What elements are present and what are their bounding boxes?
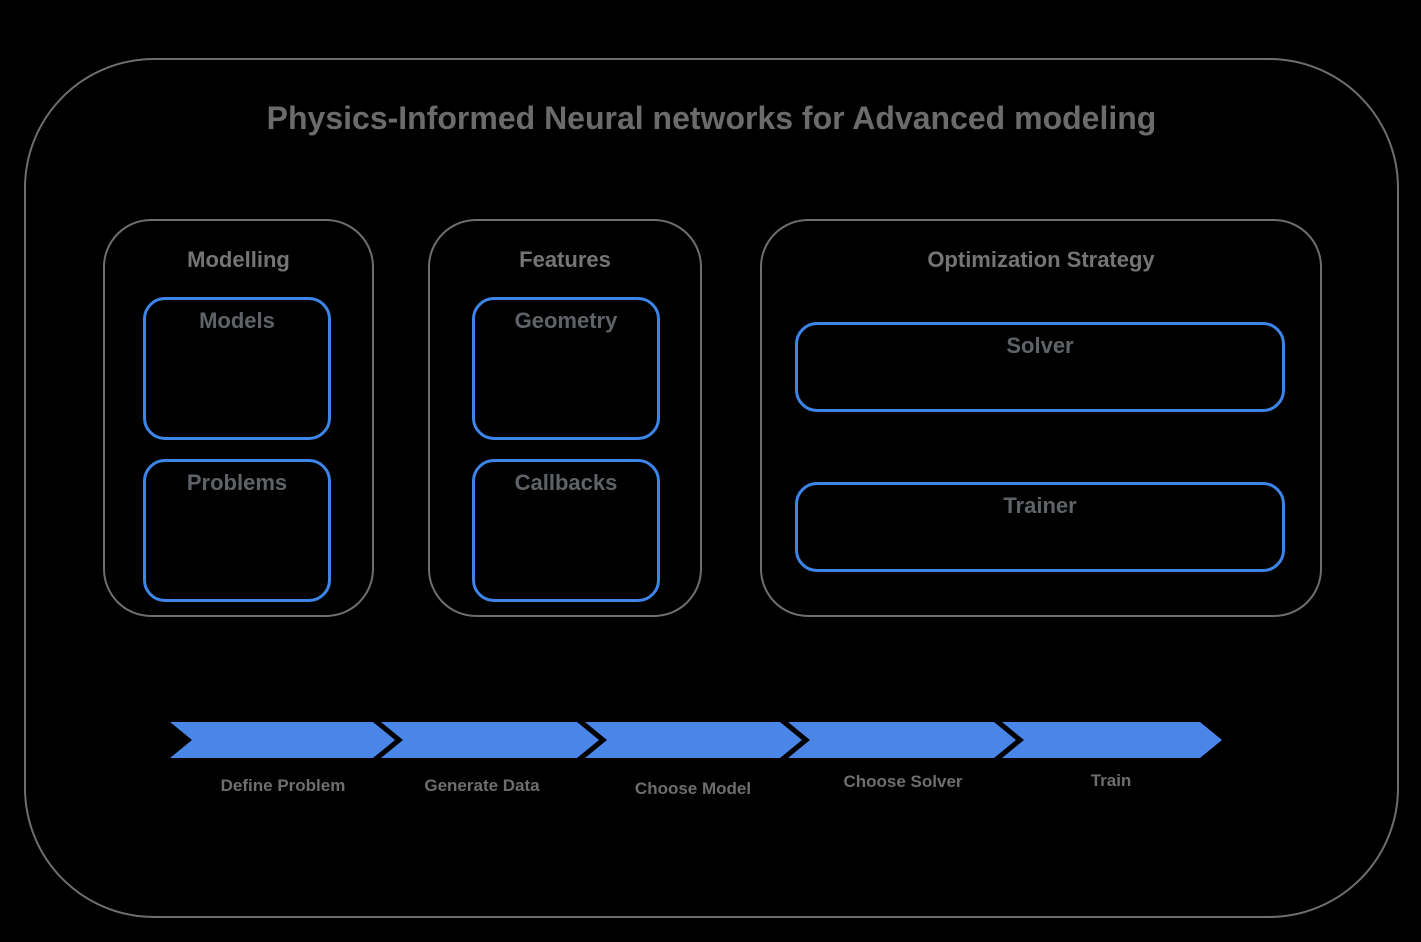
arrow-segment [788,722,1016,758]
subbox-callbacks-label: Callbacks [514,470,618,495]
subbox-solver: Solver [795,322,1285,412]
cube-icon [159,506,174,523]
step-train: Train [1090,771,1132,790]
group-optimization-strategy-label: Optimization Strategy [927,247,1155,272]
cube-icon [159,569,174,586]
group-modelling-label: Modelling [187,247,290,272]
subbox-callbacks: Callbacks [472,459,660,602]
cube-icon [159,411,174,428]
arrow-segment [1002,722,1222,758]
group-features: Features [428,219,702,617]
arrow-segment [170,722,395,758]
cube-icon [830,382,845,399]
step-define-problem: Define Problem [220,776,346,795]
group-features-label: Features [519,247,611,272]
subbox-problems-label: Problems [186,470,288,495]
step-choose-solver: Choose Solver [843,772,963,791]
subbox-solver-label: Solver [1006,333,1074,358]
cube-icon [488,411,503,428]
cube-icon [488,569,503,586]
cube-icon [488,537,503,554]
subbox-models: Models [143,297,331,440]
subbox-geometry-label: Geometry [514,308,618,333]
subbox-trainer: Trainer [795,482,1285,572]
cube-icon [488,506,503,523]
cube-icon [488,347,503,364]
arrow-segment [585,722,802,758]
cube-icon [1049,538,1064,555]
cube-icon [830,538,845,555]
cube-icon [974,382,989,399]
subbox-trainer-label: Trainer [1003,493,1077,518]
outer-frame [24,58,1399,918]
diagram-title: Physics-Informed Neural networks for Adv… [266,100,1157,136]
cube-icon [1158,382,1173,399]
cube-icon [159,347,174,364]
subbox-models-label: Models [199,308,275,333]
step-generate-data: Generate Data [424,776,540,795]
workflow-arrow [170,722,1222,758]
subbox-geometry: Geometry [472,297,660,440]
step-choose-model: Choose Model [634,779,752,798]
group-modelling: Modelling [103,219,374,617]
group-optimization-strategy: Optimization Strategy [760,219,1322,617]
cube-icon [159,537,174,554]
cube-icon [159,379,174,396]
arrow-segment [381,722,599,758]
subbox-problems: Problems [143,459,331,602]
